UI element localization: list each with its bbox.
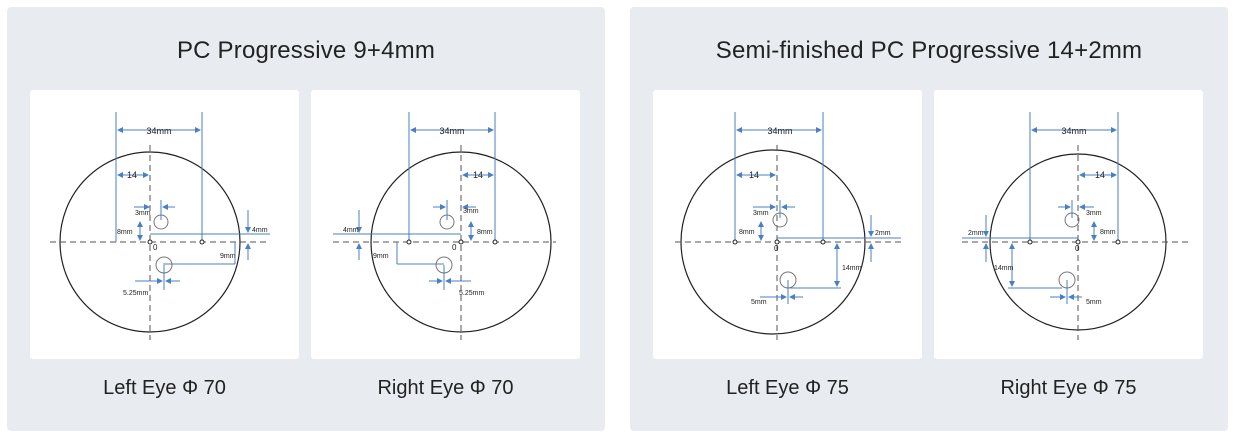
diagram-caption: Left Eye Φ 75	[726, 377, 849, 399]
lens-diagram-right-eye: 34mm 14 3mm 8mm 2mm 14mm 5mm 0	[962, 112, 1189, 340]
dimension-label-upper-offset: 3mm	[753, 210, 769, 217]
panel-title: Semi-finished PC Progressive 14+2mm	[715, 37, 1143, 64]
diagram-caption: Left Eye Φ 70	[103, 377, 226, 399]
dimension-label-side-drop: 4mm	[343, 227, 359, 234]
dimension-label-lower-offset: 5mm	[1086, 299, 1102, 306]
center-mark: 0	[774, 244, 779, 253]
lens-diagram-card-left-eye: 34mm 14 3mm 8mm 2mm 14mm 5mm 0	[653, 90, 922, 359]
dimension-label-upper-height: 8mm	[477, 229, 493, 236]
dimension-label-lower-offset: 5.25mm	[459, 290, 484, 297]
center-mark: 0	[153, 243, 158, 252]
lens-diagram-card-right-eye: 34mm 14 3mm 8mm 4mm 9mm 5.25mm 0	[311, 90, 580, 359]
lens-diagram-card-right-eye: 34mm 14 3mm 8mm 2mm 14mm 5mm 0	[934, 90, 1203, 359]
dimension-label-upper-height: 8mm	[1100, 229, 1116, 236]
lens-diagram-right-eye: 34mm 14 3mm 8mm 4mm 9mm 5.25mm 0	[333, 112, 556, 340]
diagram-caption: Right Eye Φ 70	[377, 377, 514, 399]
dimension-label-lower-offset: 5mm	[751, 299, 767, 306]
lens-diagram-card-left-eye: 34mm 14 3mm 8mm 4mm 9mm	[30, 90, 299, 359]
dimension-label-lower-drop: 14mm	[842, 265, 862, 272]
dimension-label-upper-offset: 3mm	[463, 208, 479, 215]
dimension-label-lower-drop: 9mm	[373, 253, 389, 260]
center-mark: 0	[1075, 244, 1080, 253]
dimension-label-upper-height: 8mm	[739, 229, 755, 236]
dimension-label-upper-height: 8mm	[117, 229, 133, 236]
dimension-label-lower-drop: 9mm	[220, 253, 236, 260]
product-panel-semi-finished-pc-progressive-14-2: Semi-finished PC Progressive 14+2mm 34mm…	[630, 7, 1228, 431]
dimension-label-side-drop: 2mm	[968, 230, 984, 237]
lens-diagram-left-eye: 34mm 14 3mm 8mm 4mm 9mm	[50, 112, 270, 340]
dimension-label-inset: 14	[749, 170, 759, 180]
dimension-label-inset: 14	[127, 170, 137, 180]
dimension-label-inset: 14	[1095, 170, 1105, 180]
dimension-label-width: 34mm	[146, 126, 171, 136]
dimension-label-width: 34mm	[767, 126, 792, 136]
dimension-label-width: 34mm	[1061, 126, 1086, 136]
dimension-label-lower-offset: 5.25mm	[123, 290, 148, 297]
center-mark: 0	[452, 243, 457, 252]
dimension-label-side-drop: 2mm	[875, 230, 891, 237]
product-panel-pc-progressive-9-4: PC Progressive 9+4mm 34mm 14 3mm	[7, 7, 605, 431]
lens-diagram-left-eye: 34mm 14 3mm 8mm 2mm 14mm 5mm 0	[675, 112, 901, 340]
dimension-label-width: 34mm	[439, 126, 464, 136]
dimension-label-side-drop: 4mm	[252, 227, 268, 234]
dimension-label-lower-drop: 14mm	[994, 265, 1014, 272]
dimension-label-upper-offset: 3mm	[135, 210, 151, 217]
dimension-label-upper-offset: 3mm	[1086, 210, 1102, 217]
dimension-label-inset: 14	[473, 170, 483, 180]
diagram-caption: Right Eye Φ 75	[1000, 377, 1137, 399]
panel-title: PC Progressive 9+4mm	[176, 37, 436, 64]
